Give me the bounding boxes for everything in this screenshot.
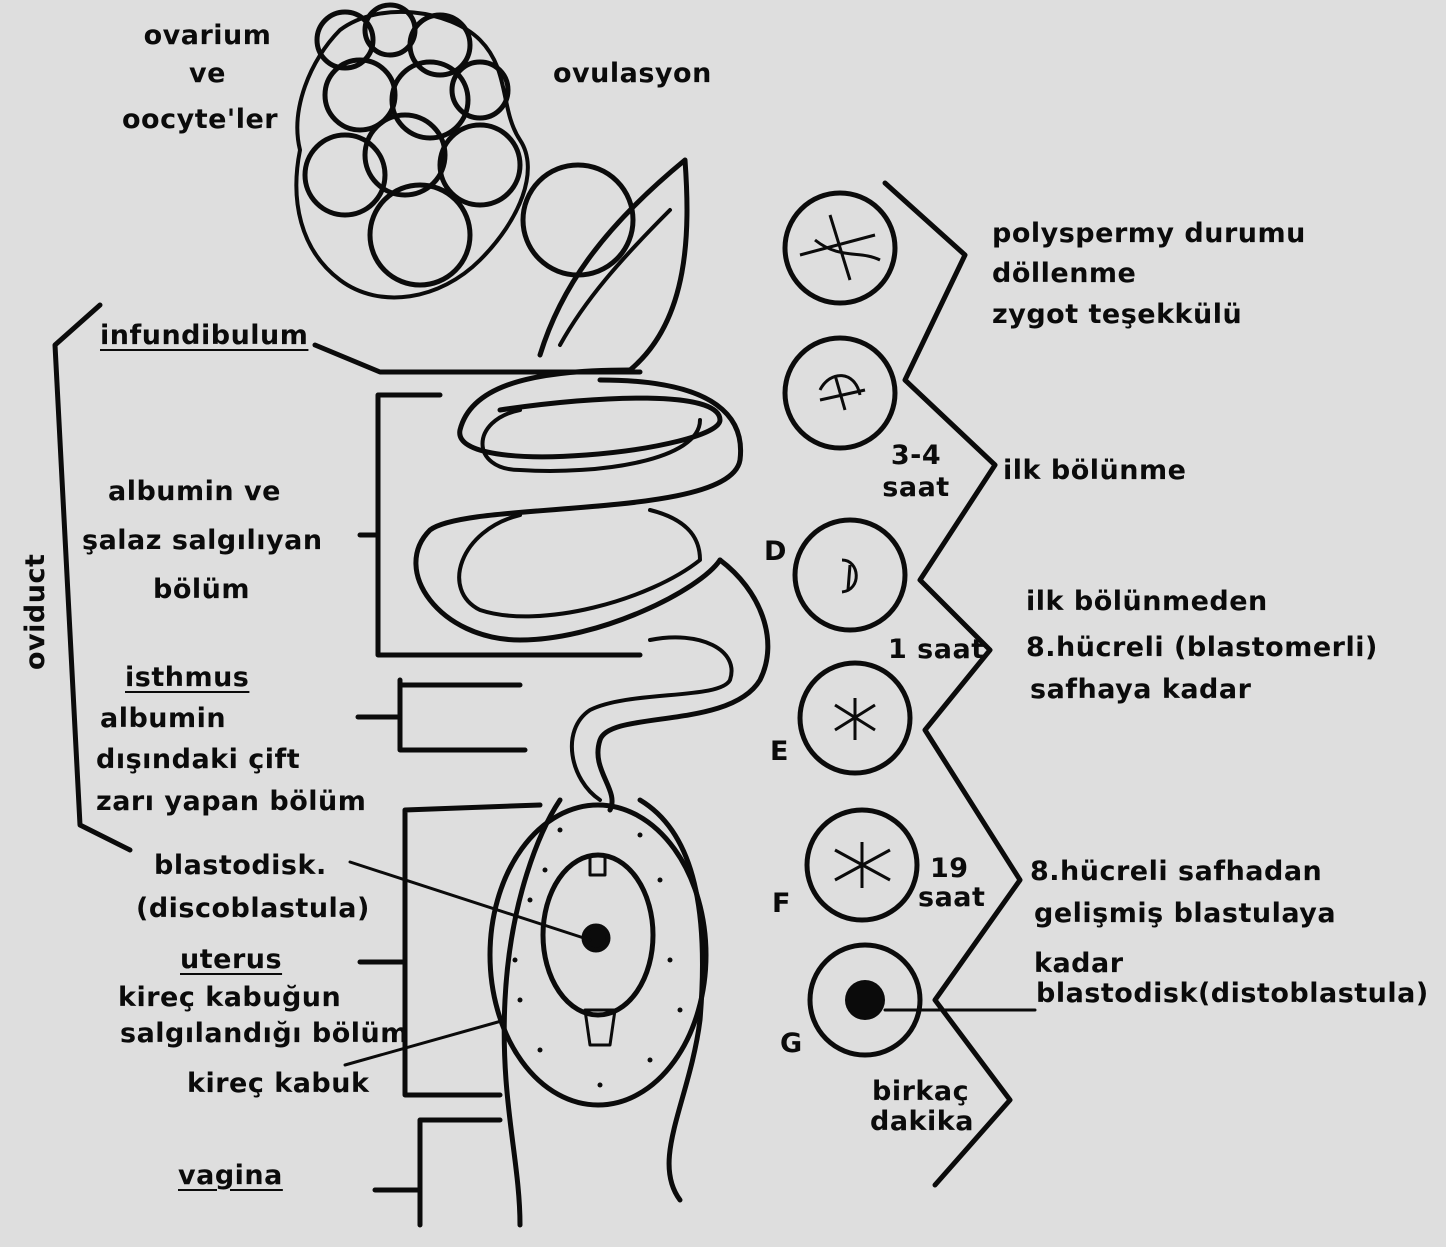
label-ilk-bolunmeden: ilk bölünmeden xyxy=(1026,588,1268,615)
label-oocytes: oocyte'ler xyxy=(122,106,278,133)
label-8-hucreli-safhadan: 8.hücreli safhadan xyxy=(1030,858,1322,885)
label-oviduct: oviduct xyxy=(22,554,49,670)
label-uterus: uterus xyxy=(180,946,282,973)
label-vagina: vagina xyxy=(178,1162,283,1189)
label-gelismis-blastulaya: gelişmiş blastulaya xyxy=(1034,900,1336,927)
label-isthmus-3: zarı yapan bölüm xyxy=(96,788,366,815)
time-3-4-saat: saat xyxy=(876,474,956,501)
stage-letter-f: F xyxy=(772,890,791,917)
label-ilk-bolunme: ilk bölünme xyxy=(1003,457,1186,484)
ovary-cluster xyxy=(296,5,527,297)
label-kadar: kadar xyxy=(1034,950,1124,977)
label-isthmus-2: dışındaki çift xyxy=(96,746,300,773)
time-19: 19 xyxy=(930,855,969,882)
stage-letter-g: G xyxy=(780,1030,803,1057)
time-dakika: dakika xyxy=(870,1108,974,1135)
label-safhaya-kadar: safhaya kadar xyxy=(1030,676,1251,703)
label-kirec-kabuk: kireç kabuk xyxy=(187,1070,369,1097)
label-infundibulum: infundibulum xyxy=(100,322,308,349)
label-albumin-3: bölüm xyxy=(153,576,250,603)
label-dollenme: döllenme xyxy=(992,260,1136,287)
label-albumin-1: albumin ve xyxy=(108,478,281,505)
stage-letter-d: D xyxy=(764,538,787,565)
label-ovulasyon: ovulasyon xyxy=(553,60,712,87)
label-albumin-2: şalaz salgılıyan xyxy=(82,527,323,554)
label-uterus-1: kireç kabuğun xyxy=(118,984,341,1011)
time-19-saat: saat xyxy=(918,884,985,911)
label-blastodisk-right: blastodisk(distoblastula) xyxy=(1036,980,1429,1007)
label-ovarium-ve: ve xyxy=(140,60,275,87)
stage-letter-e: E xyxy=(770,738,789,765)
egg-in-uterus xyxy=(490,805,706,1105)
time-3-4: 3-4 xyxy=(876,442,956,469)
label-polyspermy: polyspermy durumu xyxy=(992,220,1306,247)
time-birkac: birkaç xyxy=(872,1078,969,1105)
label-blastodisk: blastodisk. xyxy=(154,852,327,879)
label-ovarium: ovarium xyxy=(140,22,275,49)
label-discoblastula: (discoblastula) xyxy=(136,895,370,922)
label-uterus-2: salgılandığı bölüm xyxy=(120,1020,409,1047)
label-isthmus-1: albumin xyxy=(100,705,226,732)
time-1-saat: 1 saat xyxy=(888,636,985,663)
label-8-hucreli-blastomerli: 8.hücreli (blastomerli) xyxy=(1026,634,1378,661)
label-isthmus: isthmus xyxy=(125,664,249,691)
egg-stipple xyxy=(513,828,683,1088)
label-zygot: zygot teşekkülü xyxy=(992,301,1242,328)
ovulated-oocyte xyxy=(523,165,633,275)
